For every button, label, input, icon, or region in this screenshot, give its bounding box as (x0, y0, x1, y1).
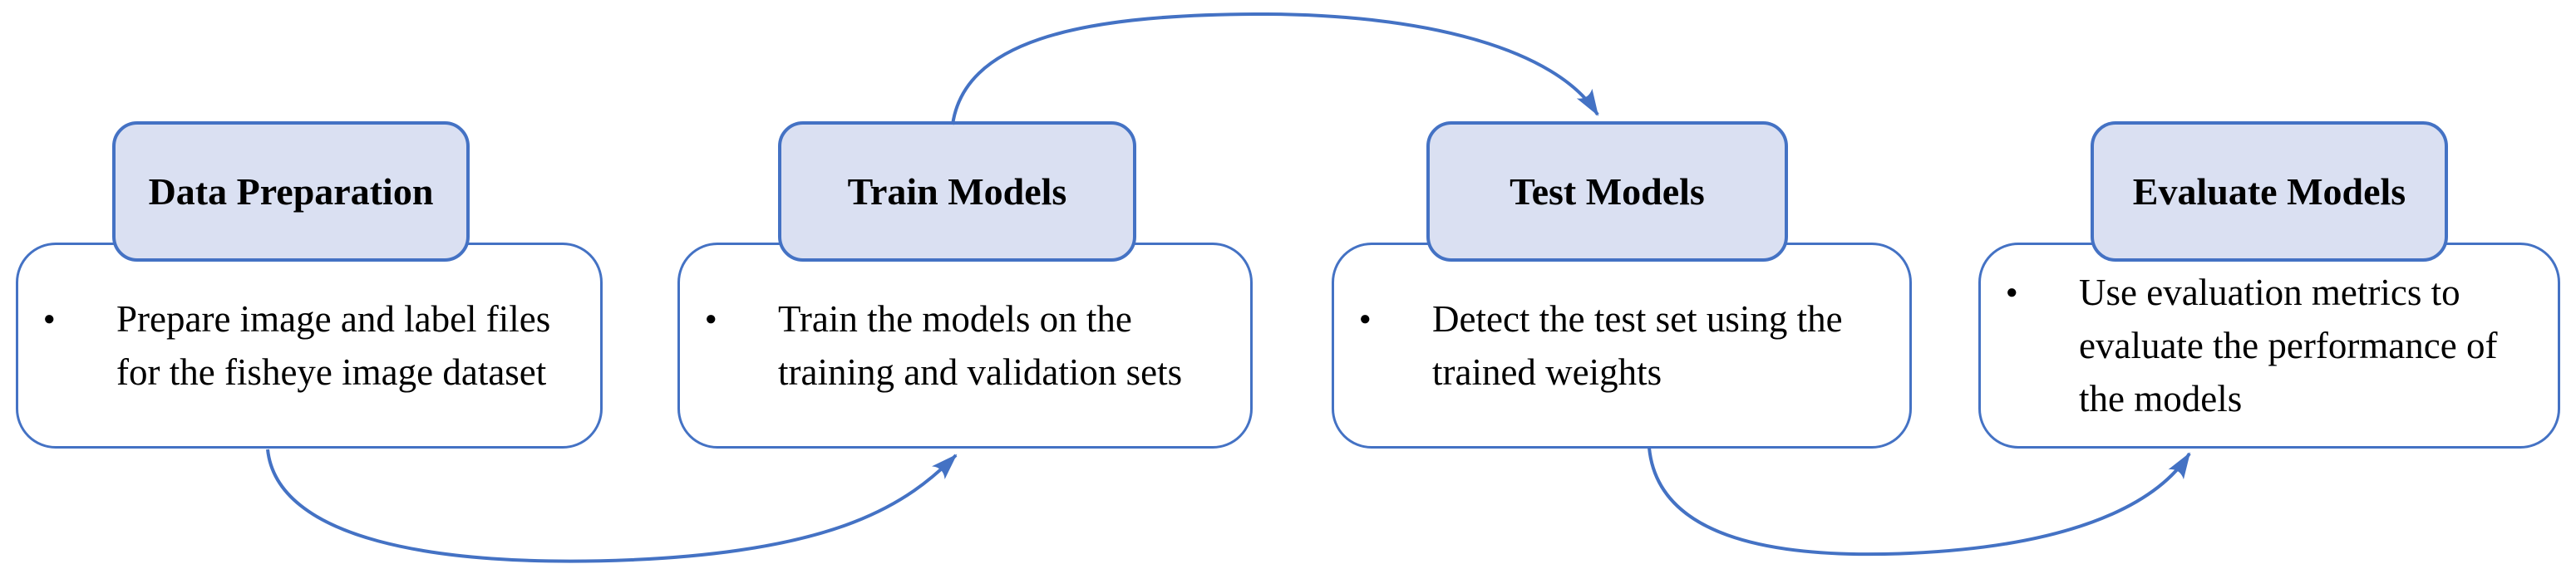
arrow-data-preparation-to-train-models (266, 449, 958, 563)
bullet-item: ● Use evaluation metrics to evaluate the… (1981, 266, 2558, 425)
stage-title: Data Preparation (148, 170, 434, 213)
body-content-data-preparation: ● Prepare image and label files for the … (18, 245, 600, 446)
bullet-text: Detect the test set using the trained we… (1432, 292, 1909, 399)
bullet-text-line: Prepare image and label files (116, 298, 551, 340)
bullet-text: Prepare image and label files for the fi… (116, 292, 600, 399)
header-box-evaluate-models: Evaluate Models (2091, 121, 2448, 262)
bullet-text: Use evaluation metrics to evaluate the p… (2079, 266, 2558, 425)
bullet-text: Train the models on the training and val… (778, 292, 1250, 399)
header-box-test-models: Test Models (1426, 121, 1788, 262)
arrow-train-models-to-test-models (951, 12, 1599, 125)
bullet-icon: ● (2006, 282, 2018, 303)
stage-title: Evaluate Models (2132, 170, 2406, 213)
bullet-text-line: Detect the test set using the (1432, 298, 1843, 340)
bullet-item: ● Prepare image and label files for the … (18, 292, 600, 399)
bullet-text-line: for the fisheye image dataset (116, 351, 547, 393)
bullet-text-line: trained weights (1432, 351, 1662, 393)
bullet-text-line: evaluate the performance of (2079, 325, 2498, 366)
bullet-item: ● Train the models on the training and v… (680, 292, 1250, 399)
bullet-icon: ● (1359, 308, 1372, 330)
header-box-train-models: Train Models (778, 121, 1136, 262)
bullet-icon: ● (705, 308, 717, 330)
stage-title: Test Models (1510, 170, 1705, 213)
header-box-data-preparation: Data Preparation (112, 121, 470, 262)
bullet-item: ● Detect the test set using the trained … (1334, 292, 1909, 399)
body-box-data-preparation: ● Prepare image and label files for the … (16, 243, 603, 449)
body-content-train-models: ● Train the models on the training and v… (680, 245, 1250, 446)
bullet-text-line: Use evaluation metrics to (2079, 272, 2460, 313)
body-box-evaluate-models: ● Use evaluation metrics to evaluate the… (1978, 243, 2560, 449)
body-box-train-models: ● Train the models on the training and v… (677, 243, 1253, 449)
body-box-test-models: ● Detect the test set using the trained … (1332, 243, 1912, 449)
bullet-text-line: Train the models on the (778, 298, 1132, 340)
body-content-test-models: ● Detect the test set using the trained … (1334, 245, 1909, 446)
body-content-evaluate-models: ● Use evaluation metrics to evaluate the… (1981, 245, 2558, 446)
arrow-test-models-to-evaluate-models (1648, 447, 2191, 557)
bullet-icon: ● (43, 308, 56, 330)
bullet-text-line: training and validation sets (778, 351, 1183, 393)
bullet-text-line: the models (2079, 378, 2243, 419)
stage-title: Train Models (847, 170, 1067, 213)
